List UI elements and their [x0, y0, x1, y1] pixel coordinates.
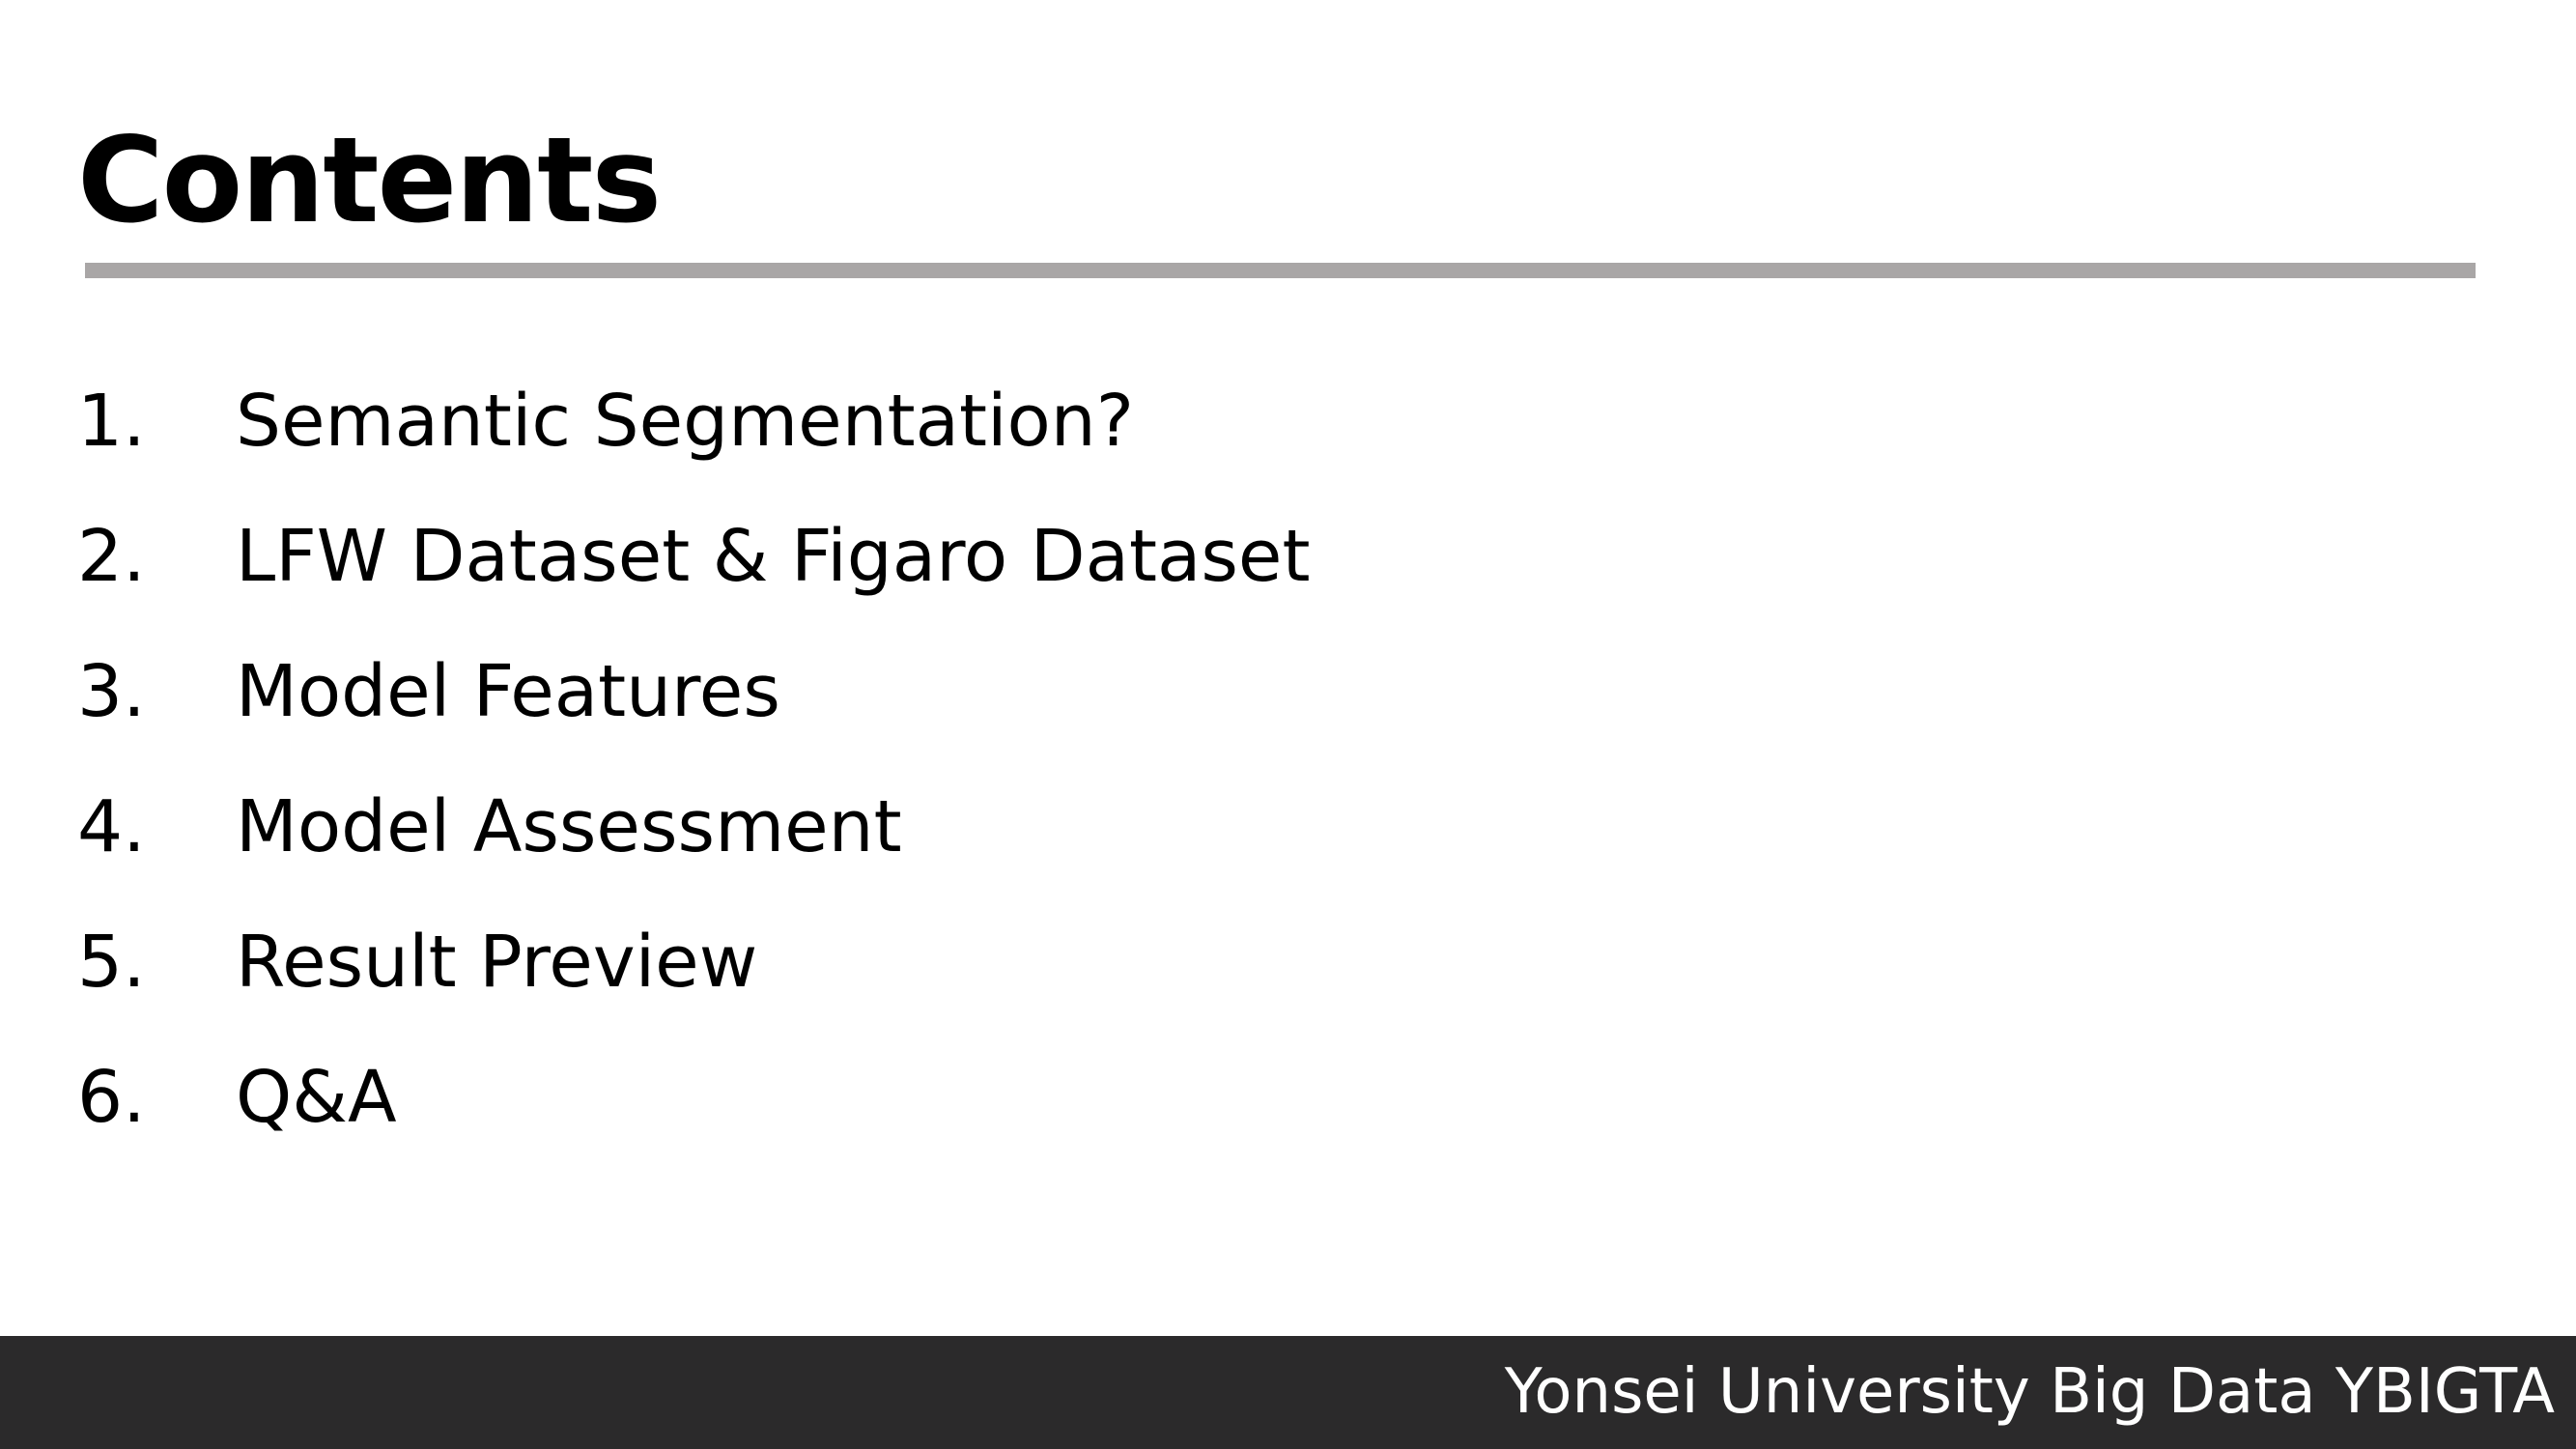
item-number: 3.: [77, 650, 146, 733]
footer-bar: Yonsei University Big Data YBIGTA: [0, 1336, 2576, 1449]
contents-item-6: 6. Q&A: [77, 1030, 1310, 1165]
item-label: Semantic Segmentation?: [236, 380, 1134, 463]
item-label: Result Preview: [236, 921, 758, 1004]
slide-title: Contents: [77, 112, 662, 249]
item-number: 6.: [77, 1056, 146, 1139]
item-label: Model Features: [236, 650, 780, 733]
footer-text: Yonsei University Big Data YBIGTA: [1504, 1356, 2555, 1428]
contents-item-5: 5. Result Preview: [77, 895, 1310, 1030]
contents-item-2: 2. LFW Dataset & Figaro Dataset: [77, 489, 1310, 624]
item-label: Q&A: [236, 1056, 397, 1139]
contents-item-4: 4. Model Assessment: [77, 759, 1310, 895]
title-divider: [85, 263, 2476, 278]
contents-item-1: 1. Semantic Segmentation?: [77, 354, 1310, 489]
item-number: 5.: [77, 921, 146, 1004]
contents-item-3: 3. Model Features: [77, 624, 1310, 759]
item-number: 1.: [77, 380, 146, 463]
contents-list: 1. Semantic Segmentation? 2. LFW Dataset…: [77, 354, 1310, 1165]
item-label: Model Assessment: [236, 785, 902, 868]
item-number: 4.: [77, 785, 146, 868]
item-number: 2.: [77, 515, 146, 598]
item-label: LFW Dataset & Figaro Dataset: [236, 515, 1311, 598]
